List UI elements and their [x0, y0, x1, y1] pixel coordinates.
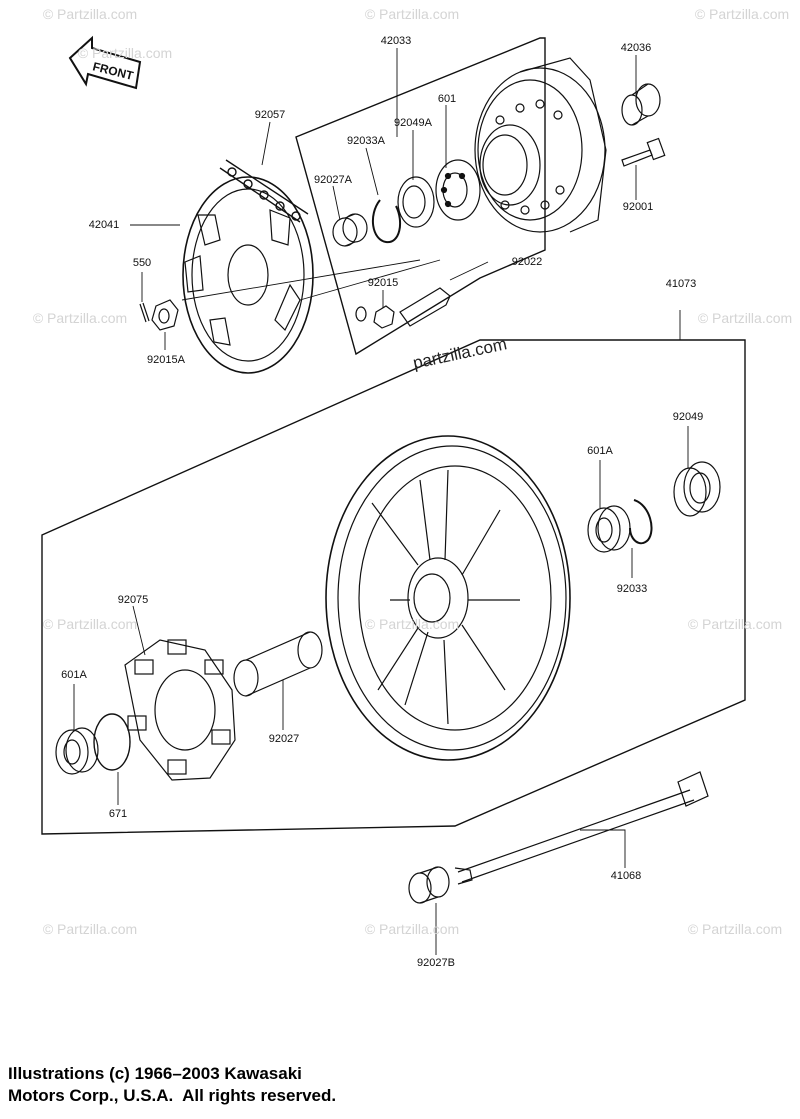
callout-92049: 92049 — [672, 411, 704, 423]
bearing-601A-left — [55, 727, 99, 775]
circlip-92033A — [371, 199, 402, 244]
watermark: © Partzilla.com — [77, 45, 173, 61]
watermark: © Partzilla.com — [32, 310, 128, 326]
callout-550: 550 — [132, 257, 152, 269]
callout-671: 671 — [108, 808, 128, 820]
watermark: © Partzilla.com — [697, 310, 793, 326]
collar-92027B — [408, 866, 450, 904]
collar-92027A — [332, 213, 368, 247]
upper-group-frame — [295, 37, 546, 356]
collar-42036 — [621, 83, 661, 126]
callout-92057: 92057 — [254, 109, 286, 121]
damper-92075 — [124, 639, 236, 781]
upper-leader-lines — [130, 48, 637, 350]
watermark: © Partzilla.com — [42, 616, 138, 632]
wheel-group-frame — [41, 339, 746, 835]
bearing-601A-right — [587, 505, 631, 553]
callout-92001: 92001 — [622, 201, 654, 213]
sprocket-42041 — [182, 176, 314, 374]
callout-92027B: 92027B — [417, 957, 455, 969]
callout-41068: 41068 — [610, 870, 642, 882]
watermark: © Partzilla.com — [364, 616, 460, 632]
callout-92075: 92075 — [117, 594, 149, 606]
copyright-text: Illustrations (c) 1966–2003 Kawasaki Mot… — [8, 1063, 336, 1107]
oring-671 — [93, 713, 131, 771]
seal-92049 — [673, 461, 721, 517]
callout-42041: 42041 — [88, 219, 120, 231]
collar-92027 — [233, 631, 323, 697]
callout-42033: 42033 — [380, 35, 412, 47]
bracket-92022 — [399, 287, 451, 327]
front-arrow-icon: FRONT — [68, 35, 142, 90]
callout-42036: 42036 — [620, 42, 652, 54]
watermark: © Partzilla.com — [687, 921, 783, 937]
watermark: © Partzilla.com — [694, 6, 790, 22]
callout-601: 601 — [437, 93, 457, 105]
lower-leader-lines — [73, 426, 689, 955]
nut-92015 — [355, 305, 395, 329]
watermark: © Partzilla.com — [42, 921, 138, 937]
lockwasher-550 — [139, 302, 150, 323]
callout-601A-left: 601A — [61, 669, 87, 681]
bolt-92001 — [621, 137, 666, 167]
callout-92015: 92015 — [367, 277, 399, 289]
chain-92057 — [219, 159, 309, 223]
callout-92027: 92027 — [268, 733, 300, 745]
callout-92015A: 92015A — [147, 354, 185, 366]
callout-601A-right: 601A — [587, 445, 613, 457]
wheel-41073 — [325, 435, 571, 761]
copyright-line-2: Motors Corp., U.S.A. All rights reserved… — [8, 1086, 337, 1105]
watermark: © Partzilla.com — [364, 6, 460, 22]
watermark: © Partzilla.com — [364, 921, 460, 937]
callout-92027A: 92027A — [314, 174, 352, 186]
circlip-92033 — [629, 499, 653, 545]
axle-41068 — [454, 771, 709, 885]
nut-92015A — [151, 299, 179, 331]
bearing-601 — [435, 159, 481, 221]
seal-92049A — [397, 176, 435, 228]
callout-92022: 92022 — [511, 256, 543, 268]
watermark: © Partzilla.com — [42, 6, 138, 22]
callout-92049A: 92049A — [394, 117, 432, 129]
callout-92033: 92033 — [616, 583, 648, 595]
sprocket-hub — [474, 57, 607, 233]
watermark: © Partzilla.com — [687, 616, 783, 632]
callout-41073: 41073 — [665, 278, 697, 290]
callout-92033A: 92033A — [347, 135, 385, 147]
copyright-line-1: Illustrations (c) 1966–2003 Kawasaki — [8, 1064, 302, 1083]
